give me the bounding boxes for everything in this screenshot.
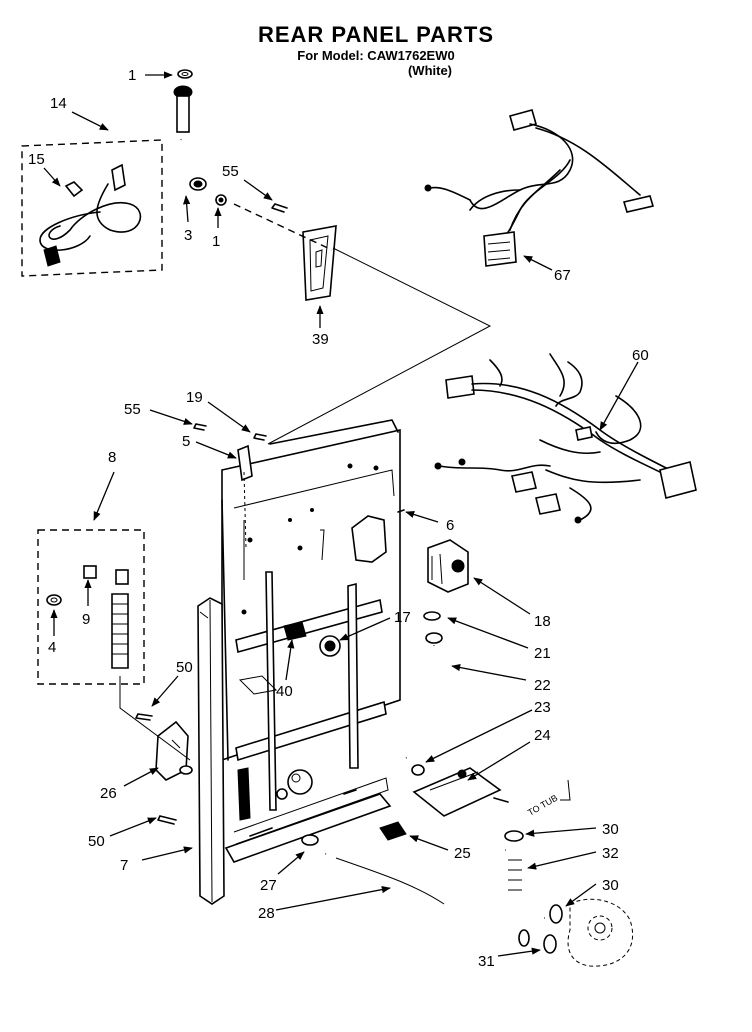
callout-28: 28: [258, 905, 275, 922]
panel-base-frame: [224, 767, 392, 863]
wire-harness-67: [424, 109, 655, 267]
callout-arrows: [43, 71, 639, 957]
tub-hose: [301, 834, 530, 947]
callout-50b: 50: [88, 833, 105, 850]
callout-39: 39: [312, 331, 329, 348]
clip-25: [379, 821, 407, 841]
to-tub-note: TO TUB: [526, 793, 559, 818]
fill-hose: [372, 632, 451, 776]
wire-harness-60: [434, 353, 697, 524]
callout-55: 55: [222, 163, 239, 180]
callout-32: 32: [602, 845, 619, 862]
hose-bracket: [119, 676, 193, 825]
callout-3: 3: [184, 227, 192, 244]
callout-40: 40: [276, 683, 293, 700]
callout-18: 18: [534, 613, 551, 630]
model-line: For Model: CAW1762EW0: [297, 48, 455, 63]
callout-5: 5: [182, 433, 190, 450]
callout-21: 21: [534, 645, 551, 662]
drain-hose-group: [37, 529, 145, 685]
callout-55b: 55: [124, 401, 141, 418]
grommet-plate: [302, 225, 337, 301]
page-title: REAR PANEL PARTS: [257, 22, 495, 47]
power-cord-group: [21, 139, 163, 277]
callout-50: 50: [176, 659, 193, 676]
callout-15: 15: [28, 151, 45, 168]
callout-27: 27: [260, 877, 277, 894]
callout-30b: 30: [602, 877, 619, 894]
corner-post: [197, 597, 225, 905]
callout-30: 30: [602, 821, 619, 838]
water-valve: [423, 539, 469, 621]
callout-67: 67: [554, 267, 571, 284]
callout-6: 6: [446, 517, 454, 534]
callout-25: 25: [454, 845, 471, 862]
callout-22: 22: [534, 677, 551, 694]
callout-7: 7: [120, 857, 128, 874]
inlet-elbow-assembly: [173, 69, 288, 213]
callout-31: 31: [478, 953, 495, 970]
callout-9: 9: [82, 611, 90, 628]
callout-24: 24: [534, 727, 551, 744]
callout-1: 1: [128, 67, 136, 84]
callout-26: 26: [100, 785, 117, 802]
color-line: (White): [407, 63, 453, 78]
callout-8: 8: [108, 449, 116, 466]
pressure-switch-assembly: [412, 767, 509, 817]
callout-17: 17: [394, 609, 411, 626]
callout-23: 23: [534, 699, 551, 716]
panel-clips: [193, 423, 405, 549]
callout-14: 14: [50, 95, 67, 112]
pump-hose-assembly: [504, 779, 634, 967]
callout-60: 60: [632, 347, 649, 364]
callout-4: 4: [48, 639, 56, 656]
callout-1b: 1: [212, 233, 220, 250]
callout-19: 19: [186, 389, 203, 406]
